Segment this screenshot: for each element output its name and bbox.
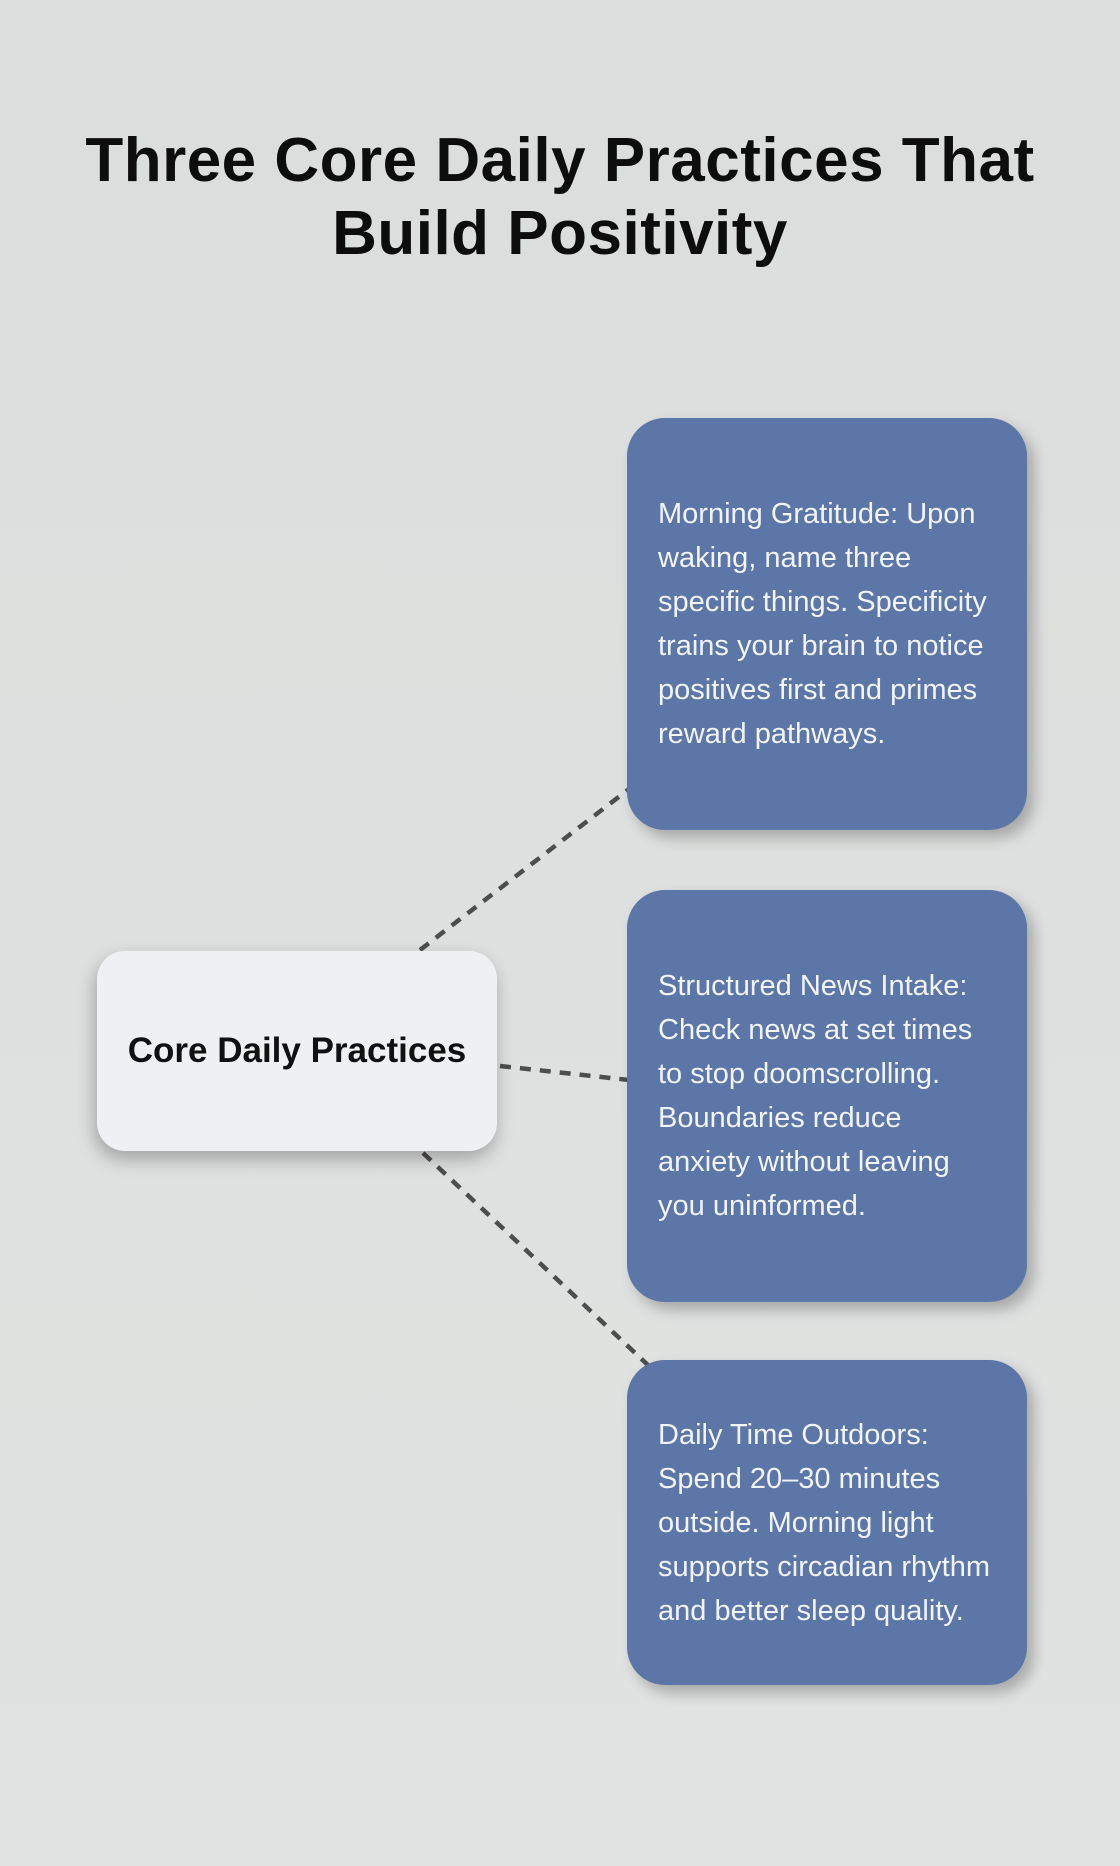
branch-box-morning-gratitude: Morning Gratitude: Upon waking, name thr… [627, 418, 1027, 830]
connector-line-bottom [421, 1151, 652, 1369]
branch-text: Morning Gratitude: Upon waking, name thr… [658, 498, 987, 750]
root-node-label: Core Daily Practices [127, 1031, 467, 1071]
diagram-title: Three Core Daily Practices That Build Po… [85, 125, 1035, 268]
branch-box-structured-news-intake: Structured News Intake: Check news at se… [627, 890, 1027, 1302]
branch-box-daily-time-outdoors: Daily Time Outdoors: Spend 20–30 minutes… [627, 1360, 1027, 1685]
connector-line-top [418, 787, 631, 952]
root-node-core-daily-practices: Core Daily Practices [97, 951, 497, 1151]
connector-line-middle [499, 1063, 630, 1083]
branch-text: Structured News Intake: Check news at se… [658, 970, 973, 1222]
branch-text: Daily Time Outdoors: Spend 20–30 minutes… [658, 1418, 991, 1627]
